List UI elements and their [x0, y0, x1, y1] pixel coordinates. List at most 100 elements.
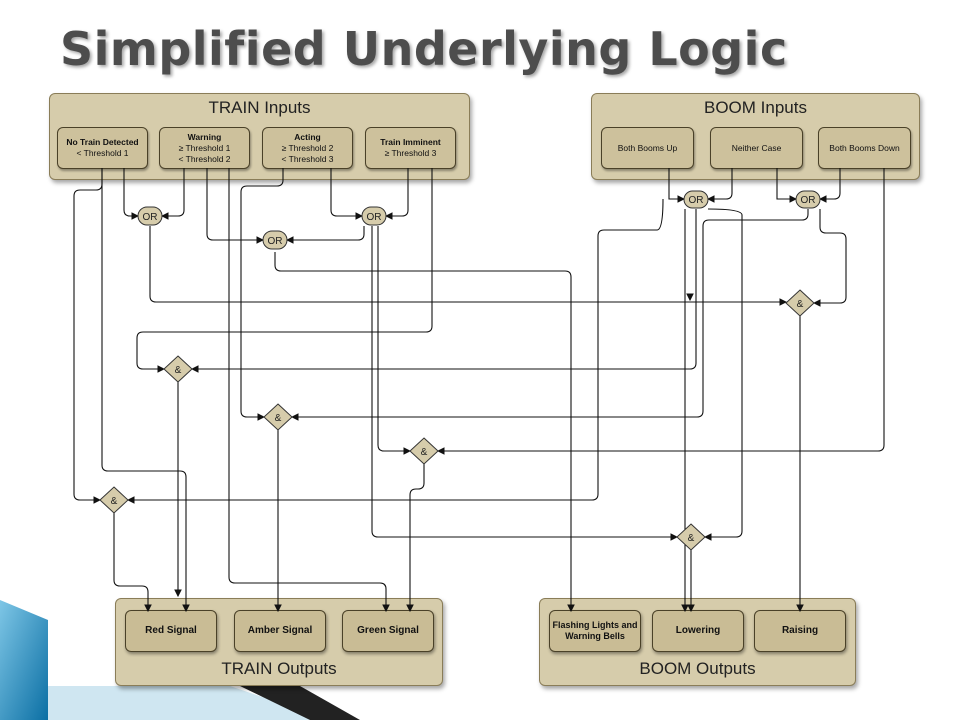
input-line1: ≥ Threshold 3 [384, 148, 437, 158]
wire [812, 209, 847, 307]
input-line2: < Threshold 1 [76, 148, 129, 158]
connection-lines [73, 168, 885, 613]
wire [706, 168, 733, 203]
and-gate: & [676, 523, 706, 551]
wire [113, 512, 152, 613]
and-gate-shape [263, 403, 293, 431]
output-label: Red Signal [145, 625, 197, 636]
and-gate-label: & [797, 299, 804, 310]
and-gate-shape [99, 486, 129, 514]
or-gate-shape [361, 206, 387, 226]
boom-inputs-title: BOOM Inputs [704, 98, 807, 117]
input-label: Both Booms Up [617, 142, 678, 153]
wire [330, 168, 364, 220]
output-label: Raising [781, 625, 819, 636]
wire [206, 168, 265, 244]
input-head: No Train Detected [66, 137, 139, 147]
input-head: Train Imminent [380, 137, 441, 147]
and-gate: & [163, 355, 193, 383]
train-outputs-panel: Red Signal Amber Signal Green Signal TRA… [115, 598, 443, 686]
wire [240, 168, 284, 421]
and-gate: & [409, 437, 439, 465]
output-label: Lowering [675, 625, 721, 636]
wire [377, 226, 412, 455]
wire [190, 209, 697, 373]
and-gate-label: & [111, 496, 118, 507]
wire [149, 226, 788, 306]
output-label: Green Signal [357, 625, 419, 636]
wire [668, 168, 686, 203]
or-gate-shape [683, 190, 709, 209]
output-flashing-lights: Flashing Lights and Warning Bells [549, 610, 641, 652]
or-gate: OR [795, 190, 821, 209]
and-gate-label: & [688, 533, 695, 544]
input-neither-case: Neither Case [710, 127, 803, 169]
wire [776, 168, 798, 203]
input-head: Warning [187, 131, 222, 142]
wire [285, 226, 365, 244]
boom-outputs-title: BOOM Outputs [639, 659, 756, 678]
and-gate-shape [409, 437, 439, 465]
train-inputs-title: TRAIN Inputs [208, 98, 311, 117]
and-gate-label: & [175, 365, 182, 376]
input-acting: Acting ≥ Threshold 2 < Threshold 3 [262, 127, 353, 169]
light-blue-stripe [48, 686, 330, 720]
output-lowering: Lowering [652, 610, 744, 652]
wire [703, 208, 743, 541]
blue-corner-shape [0, 600, 48, 720]
wire [406, 463, 425, 613]
or-gate-label: OR [689, 195, 704, 206]
output-green-signal: Green Signal [342, 610, 434, 652]
input-both-booms-up: Both Booms Up [601, 127, 694, 169]
wire [371, 226, 679, 541]
wire [228, 168, 390, 613]
or-gate: OR [262, 230, 288, 250]
wire [384, 168, 409, 220]
input-both-booms-down: Both Booms Down [818, 127, 911, 169]
and-gate-shape [676, 523, 706, 551]
input-line2: < Threshold 3 [281, 153, 334, 164]
and-gate: & [99, 486, 129, 514]
output-red-signal: Red Signal [125, 610, 217, 652]
wire [274, 252, 575, 613]
input-warning: Warning ≥ Threshold 1 < Threshold 2 [159, 127, 250, 169]
or-gate-shape [795, 190, 821, 209]
and-gate-label: & [275, 413, 282, 424]
input-label: Both Booms Down [829, 142, 900, 153]
wire [290, 209, 809, 421]
output-label: Flashing Lights and Warning Bells [552, 620, 638, 641]
and-gate: & [785, 289, 815, 317]
or-gate-label: OR [268, 236, 283, 247]
train-outputs-title: TRAIN Outputs [221, 659, 337, 678]
page-title: Simplified Underlying Logic [60, 22, 788, 76]
wire [160, 168, 185, 220]
wire [126, 198, 664, 504]
wire [136, 168, 433, 373]
or-gate-label: OR [367, 212, 382, 223]
wire [73, 168, 103, 504]
wire [101, 168, 190, 613]
input-train-imminent: Train Imminent ≥ Threshold 3 [365, 127, 456, 169]
or-gate-shape [262, 230, 288, 250]
wire [436, 168, 885, 455]
or-gate-label: OR [143, 212, 158, 223]
boom-inputs-panel: BOOM Inputs Both Booms Up Neither Case B… [591, 93, 920, 180]
and-gate-shape [163, 355, 193, 383]
input-no-train-detected: No Train Detected < Threshold 1 [57, 127, 148, 169]
wire [123, 168, 140, 220]
or-gate-label: OR [801, 195, 816, 206]
dark-chevron-shape [240, 686, 360, 720]
input-line2: < Threshold 2 [178, 153, 231, 164]
boom-outputs-panel: Flashing Lights and Warning Bells Loweri… [539, 598, 856, 686]
wire [818, 168, 841, 203]
input-head: Acting [294, 131, 321, 142]
output-amber-signal: Amber Signal [234, 610, 326, 652]
output-label: Amber Signal [247, 625, 313, 636]
or-gate: OR [361, 206, 387, 226]
and-gate-label: & [421, 447, 428, 458]
and-gate: & [263, 403, 293, 431]
train-inputs-panel: TRAIN Inputs No Train Detected < Thresho… [49, 93, 470, 180]
or-gate-shape [137, 206, 163, 226]
